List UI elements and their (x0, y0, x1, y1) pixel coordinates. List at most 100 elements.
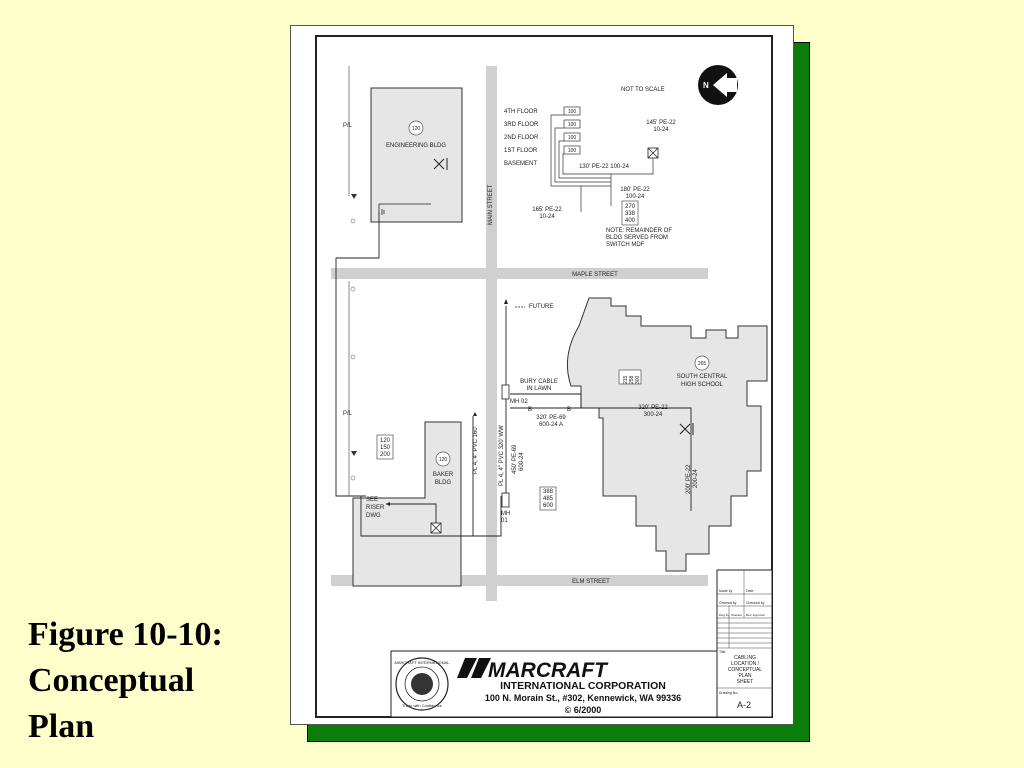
box-120-3: 200 (380, 452, 391, 458)
riser-note-1: NOTE: REMAINDER OF (606, 228, 672, 234)
conduit-baker: PL 4, 4" PVC 160' (473, 426, 479, 474)
box-120-1: 120 (380, 438, 391, 444)
cable-145-1: 145' PE-22 (646, 120, 676, 126)
mh01-label-1: MH (501, 511, 510, 517)
riser-floor-4: 4TH FLOOR (504, 109, 538, 115)
baker-number: 120 (439, 457, 448, 463)
caption-line-3: Plan (28, 708, 95, 745)
box-388-3: 600 (543, 503, 554, 509)
riser-pair-box (621, 200, 639, 226)
baker-name-2: BLDG (435, 480, 452, 486)
cable-320-22-1: 320' PE-22 (638, 405, 668, 411)
riser-diagram: 4TH FLOOR 3RD FLOOR 2ND FLOOR 1ST FLOOR … (504, 106, 676, 248)
b-mark-2: B (567, 407, 571, 413)
school-box-3: 300 (635, 375, 641, 384)
company-name: MARCRAFT (488, 659, 609, 682)
pair-box-120 (376, 434, 394, 460)
see-riser-3: DWG (366, 513, 381, 519)
revision-block (716, 569, 773, 718)
riser-note-3: SWITCH MDF (606, 242, 645, 248)
riser-count-3: 100 (568, 122, 577, 128)
cable-180-1: 180' PE-22 (620, 187, 650, 193)
cable-180-2: 100-24 (626, 194, 645, 200)
riser-floor-2: 2ND FLOOR (504, 135, 539, 141)
box-120-2: 150 (380, 445, 391, 451)
school-box-2: 258 (629, 375, 635, 384)
school-box-1: 215 (623, 375, 629, 384)
north-letter: N (703, 81, 709, 90)
caption-line-1: Figure 10-10: (28, 616, 223, 653)
baker-number-circle (435, 451, 451, 467)
north-arrow-pointer (713, 73, 737, 97)
company-address: 100 N. Morain St., #302, Kennewick, WA 9… (485, 693, 681, 703)
cable-320-22-2: 300-24 (644, 412, 663, 418)
engineering-building (370, 87, 463, 223)
main-street (486, 66, 497, 601)
seal-text-bottom: Trade with Confidence (402, 703, 443, 708)
riser-basement: BASEMENT (504, 161, 537, 167)
pl-label-upper: P/L (343, 123, 353, 129)
school-name-2: HIGH SCHOOL (681, 382, 724, 388)
baker-switch-x (430, 522, 442, 534)
sheet-title-2: LOCATION / (731, 661, 760, 667)
cable-200-2: 200-24 (693, 469, 699, 488)
engineering-ground-symbol (378, 203, 431, 215)
school-number-circle (694, 355, 710, 371)
company-name-line2: INTERNATIONAL CORPORATION (500, 680, 666, 692)
see-riser-2: RISER (366, 505, 385, 511)
checked-by-label: Checked by (746, 601, 765, 605)
cable-130: 130' PE-22 100-24 (579, 164, 630, 170)
cable-runs (335, 212, 692, 537)
cable-450-1: 450' PE-69 (512, 444, 518, 474)
pl-marker (350, 354, 356, 360)
mh02-label: MH 02 (510, 399, 528, 405)
high-school-building (566, 297, 768, 572)
caption-line-2: Conceptual (28, 662, 195, 699)
engineering-number: 120 (412, 126, 421, 132)
future-label: FUTURE (529, 304, 553, 310)
see-riser-1: SEE (366, 497, 378, 503)
sheet-title-5: SHEET (737, 679, 754, 685)
title-label: Title (719, 650, 726, 654)
riser-box-1: 270 (625, 204, 636, 210)
copyright: © 6/2000 (565, 705, 602, 715)
cable-165-2: 10-24 (539, 214, 555, 220)
school-pair-box (618, 369, 642, 385)
elm-street-label: ELM STREET (572, 579, 610, 585)
site-plan-drawing: MAIN STREET MAPLE STREET ELM STREET P/L … (315, 35, 773, 718)
manhole-01 (501, 492, 510, 508)
checker-label: Checker (731, 613, 742, 617)
riser-count-2: 100 (568, 135, 577, 141)
cable-145-2: 10-24 (653, 127, 669, 133)
school-telecom-symbol (679, 423, 694, 435)
dwg-by-label: Dwg by (719, 613, 730, 617)
riser-count-4: 100 (568, 109, 577, 115)
riser-floor-3: 3RD FLOOR (504, 122, 539, 128)
school-name-1: SOUTH CENTRAL (677, 374, 728, 380)
box-388-1: 388 (543, 489, 554, 495)
marcraft-logo-icon (457, 658, 491, 678)
engineering-name: ENGINEERING BLDG (386, 143, 446, 149)
baker-name-1: BAKER (433, 472, 454, 478)
riser-switch-x (647, 147, 659, 159)
manhole-02 (501, 384, 510, 400)
cable-165-1: 165' PE-22 (532, 207, 562, 213)
bury-cable-2: IN LAWN (527, 386, 552, 392)
mh01-label-2: 01 (501, 518, 508, 524)
b-mark-1: B (528, 407, 532, 413)
main-street-label: MAIN STREET (488, 184, 494, 225)
drawing-no-label: Drawing No. (719, 691, 738, 695)
pl-marker (350, 475, 356, 481)
pl-marker (350, 218, 356, 224)
box-388-2: 485 (543, 496, 554, 502)
made-by-label: Made by (719, 589, 733, 593)
engineering-number-circle (408, 120, 424, 136)
cable-450-2: 600-24 (519, 452, 525, 471)
not-to-scale-label: NOT TO SCALE (621, 87, 665, 93)
figure-caption: Figure 10-10: Conceptual Plan (28, 612, 278, 750)
cable-320-69-2: 600-24 A (539, 422, 563, 428)
pair-box-388 (539, 486, 557, 511)
riser-count-1: 100 (568, 148, 577, 154)
seal-text-top: MARCRAFT INTERNATIONAL (395, 660, 451, 665)
cable-200-1: 200' PE-22 (686, 464, 692, 494)
